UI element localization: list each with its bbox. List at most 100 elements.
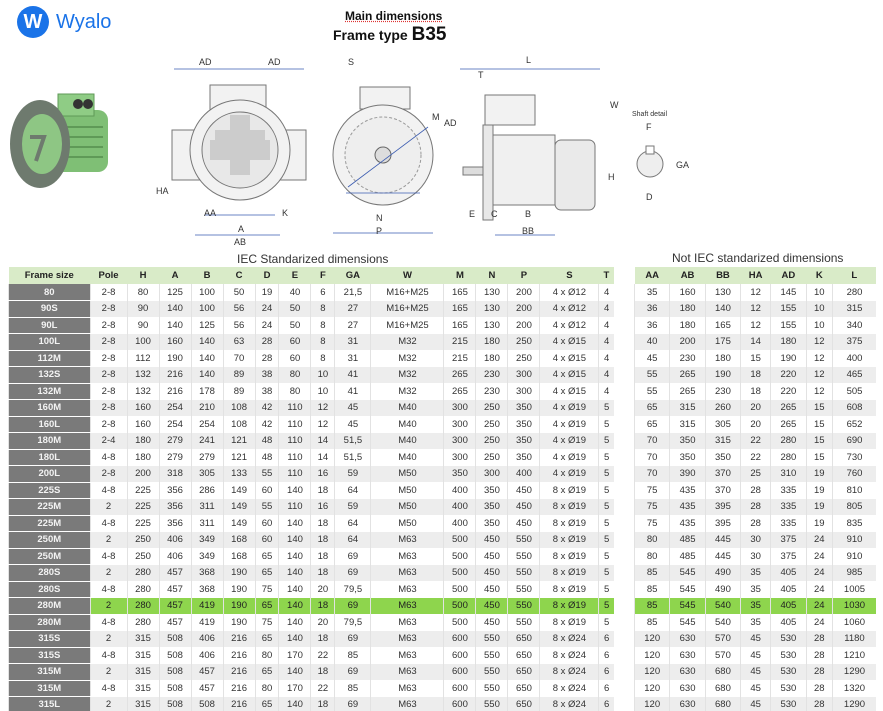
table-cell: 18 xyxy=(310,663,335,680)
table-cell: 315 xyxy=(669,416,706,433)
table-cell: 64 xyxy=(334,531,371,548)
table-cell: 121 xyxy=(222,449,256,466)
table-cell: 375 xyxy=(770,548,807,565)
table-cell: 445 xyxy=(704,531,741,548)
table-cell: 490 xyxy=(704,581,741,598)
table-cell: 356 xyxy=(158,498,192,515)
frame-size-cell: 315M xyxy=(8,663,91,681)
table-cell: M63 xyxy=(370,680,444,697)
column-header: HA xyxy=(740,267,771,284)
table-cell: 450 xyxy=(507,482,540,499)
table-cell: 4-8 xyxy=(89,515,127,532)
table-cell: 600 xyxy=(443,696,476,711)
table-cell: M16+M25 xyxy=(370,300,444,317)
table-cell: 120 xyxy=(633,680,670,697)
table-cell: 5 xyxy=(598,432,614,449)
table-cell: 2 xyxy=(89,564,127,581)
table-cell: 457 xyxy=(158,614,192,631)
table-cell: 55 xyxy=(254,498,279,515)
table-cell: 4-8 xyxy=(89,548,127,565)
table-cell: 45 xyxy=(740,696,771,711)
table-cell: M63 xyxy=(370,531,444,548)
table-cell: 55 xyxy=(633,366,670,383)
table-cell: 85 xyxy=(633,564,670,581)
table-cell: M16+M25 xyxy=(370,284,444,301)
table-cell: 51,5 xyxy=(334,449,371,466)
table-cell: 4 xyxy=(598,317,614,334)
table-cell: 15 xyxy=(805,432,833,449)
table-cell: 230 xyxy=(704,383,741,400)
table-cell: 215 xyxy=(443,333,476,350)
table-cell: M63 xyxy=(370,548,444,565)
table-cell: 250 xyxy=(475,432,508,449)
table-cell: 15 xyxy=(805,399,833,416)
table-cell: 6 xyxy=(598,663,614,680)
table-cell: 280 xyxy=(770,432,807,449)
table-cell: 4-8 xyxy=(89,482,127,499)
table-cell: 16 xyxy=(310,498,335,515)
table-cell: 65 xyxy=(633,399,670,416)
table-cell: 6 xyxy=(310,284,335,301)
column-header: L xyxy=(832,267,876,284)
page-title: Main dimensions xyxy=(345,9,443,23)
dim-label-l: L xyxy=(526,55,532,65)
table-cell: 80 xyxy=(126,284,160,301)
table-cell: 140 xyxy=(158,317,192,334)
table-cell: 16 xyxy=(310,465,335,482)
table-cell: 45 xyxy=(740,630,771,647)
table-cell: 45 xyxy=(740,663,771,680)
table-cell: 149 xyxy=(222,498,256,515)
table-cell: 45 xyxy=(334,399,371,416)
table-cell: 149 xyxy=(222,482,256,499)
table-cell: 600 xyxy=(443,647,476,664)
table-cell: 175 xyxy=(704,333,741,350)
table-cell: 35 xyxy=(740,597,771,614)
table-cell: 500 xyxy=(443,597,476,614)
table-cell: 85 xyxy=(633,581,670,598)
table-cell: 450 xyxy=(475,548,508,565)
table-cell: 335 xyxy=(770,515,807,532)
table-cell: 680 xyxy=(704,663,741,680)
table-cell: 350 xyxy=(507,416,540,433)
table-cell: 216 xyxy=(158,366,192,383)
table-cell: 550 xyxy=(507,548,540,565)
motor-photo xyxy=(10,93,108,188)
table-cell: 110 xyxy=(278,449,311,466)
table-cell: 457 xyxy=(158,581,192,598)
table-cell: 305 xyxy=(190,465,224,482)
table-cell: M32 xyxy=(370,350,444,367)
table-cell: 2-8 xyxy=(89,300,127,317)
table-cell: 165 xyxy=(704,317,741,334)
table-cell: 19 xyxy=(805,498,833,515)
table-cell: 8 x Ø19 xyxy=(539,498,599,515)
table-cell: 8 x Ø24 xyxy=(539,663,599,680)
table-cell: 300 xyxy=(507,366,540,383)
table-cell: 230 xyxy=(475,366,508,383)
table-cell: M63 xyxy=(370,663,444,680)
table-cell: 2-4 xyxy=(89,432,127,449)
table-cell: 60 xyxy=(254,531,279,548)
table-cell: 70 xyxy=(222,350,256,367)
table-cell: 56 xyxy=(222,317,256,334)
column-header: A xyxy=(159,267,192,284)
table-cell: 4 xyxy=(598,350,614,367)
table-cell: 300 xyxy=(443,432,476,449)
table-cell: 28 xyxy=(805,630,833,647)
table-cell: 50 xyxy=(278,317,311,334)
table-cell: 100 xyxy=(126,333,160,350)
table-cell: 89 xyxy=(222,383,256,400)
table-cell: 20 xyxy=(310,581,335,598)
table-cell: 79,5 xyxy=(334,614,371,631)
table-cell: 457 xyxy=(190,680,224,697)
table-cell: 395 xyxy=(704,498,741,515)
iec-table-caption: IEC Standarized dimensions xyxy=(237,252,389,266)
table-cell: 6 xyxy=(598,680,614,697)
table-cell: M40 xyxy=(370,432,444,449)
